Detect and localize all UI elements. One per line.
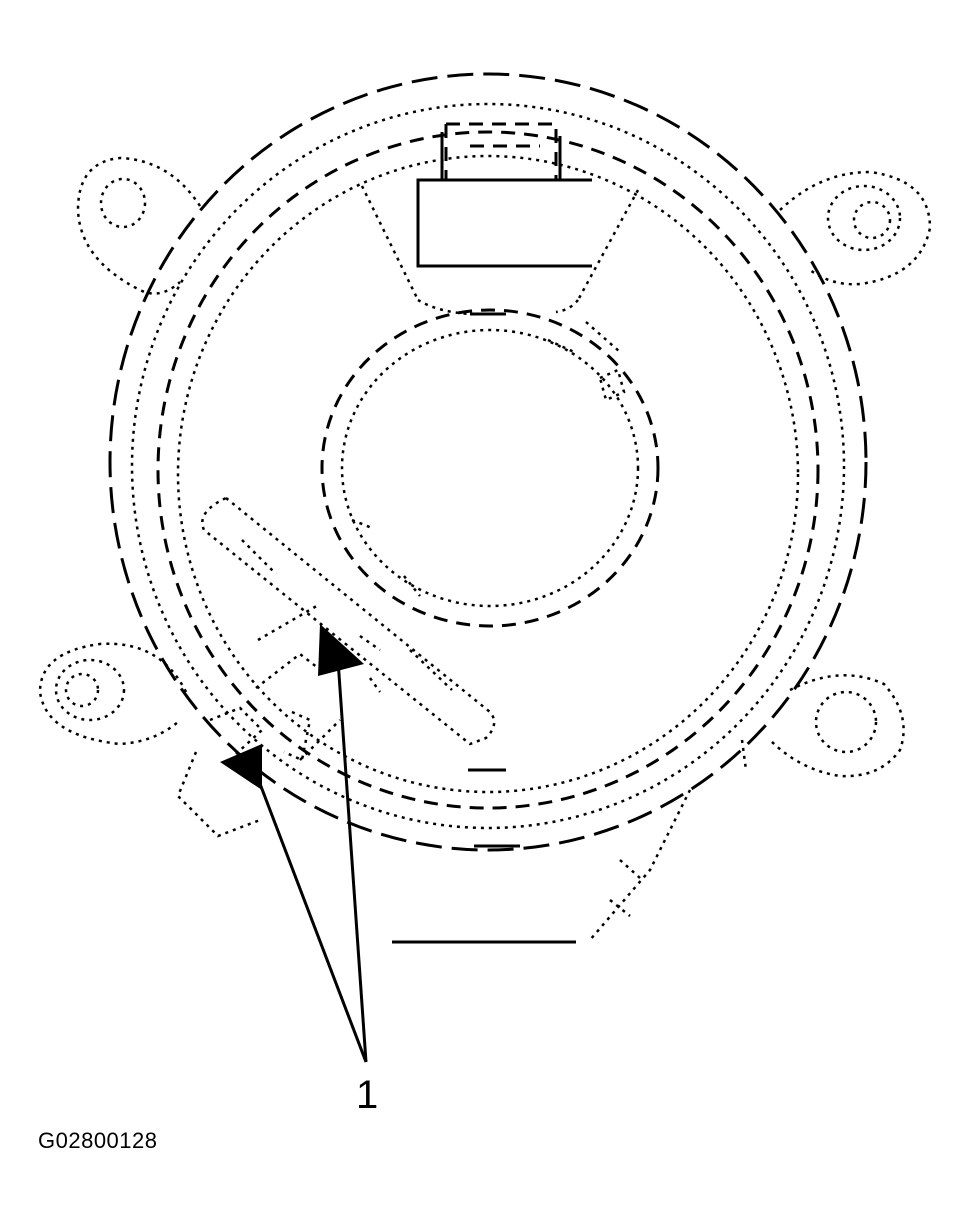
arrow-head-right: [318, 624, 364, 676]
hub-outer: [320, 308, 660, 628]
mounting-ear-top-left: [76, 156, 202, 295]
top-connector: [416, 122, 592, 268]
hub-inner: [340, 328, 640, 608]
outer-ring-inner: [130, 102, 846, 830]
callout-label: 1: [356, 1073, 378, 1117]
lower-extension: [392, 739, 748, 944]
arrow-head-left: [220, 744, 262, 790]
leader-line-right: [336, 659, 368, 1063]
outer-ring: [108, 72, 868, 852]
mounting-ear-bottom-left: [38, 642, 188, 746]
middle-ring: [156, 130, 820, 810]
figure-id: G02800128: [38, 1128, 158, 1153]
center-hub: [320, 308, 660, 628]
leader-line-left: [252, 767, 368, 1063]
mounting-ear-bottom-right: [769, 674, 905, 778]
middle-ring-inner: [176, 154, 800, 794]
locking-lever: [201, 496, 496, 746]
housing-ribs: [360, 185, 640, 353]
outer-housing: [108, 72, 868, 852]
mounting-ear-top-right: [779, 170, 932, 286]
callout-1-leaders: [220, 624, 368, 1063]
latch-tab: [176, 602, 382, 838]
